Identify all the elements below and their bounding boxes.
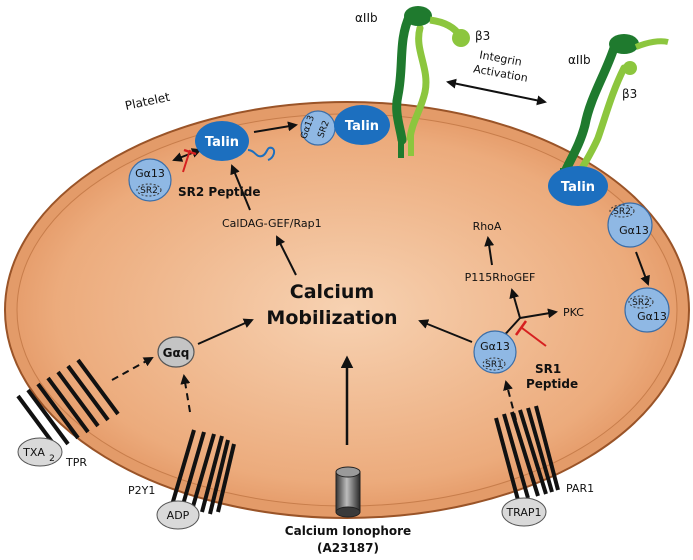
calcium-to-caldag-arrow	[276, 235, 297, 276]
tpr-receptor	[16, 358, 120, 452]
pkc-label: PKC	[563, 306, 584, 319]
rhoa-label: RhoA	[473, 220, 502, 233]
talin-top-complex: Talin	[334, 105, 390, 145]
p115-to-rhoa-arrow	[484, 236, 495, 266]
ionophore-channel	[335, 466, 361, 518]
sr1-peptide-label-1: SR1	[535, 362, 561, 376]
svg-text:Gα13: Gα13	[135, 167, 165, 180]
gaq-node: Gαq	[157, 336, 195, 368]
svg-text:SR2: SR2	[632, 298, 650, 308]
svg-text:SR1: SR1	[485, 360, 503, 370]
ga13-talin-double-arrow	[172, 148, 202, 162]
p2y1-receptor	[170, 429, 236, 515]
ionophore-label-2: (A23187)	[317, 541, 379, 555]
ionophore-label-1: Calcium Ionophore	[285, 524, 411, 538]
b3-label-left: β3	[475, 29, 490, 43]
p2y1-label: P2Y1	[128, 484, 155, 497]
ga13-to-pkc-arrow	[519, 308, 558, 319]
calcium-mobilization-label-2: Mobilization	[266, 307, 397, 329]
svg-text:Gα13: Gα13	[619, 224, 649, 237]
svg-text:TRAP1: TRAP1	[505, 506, 541, 519]
aiib-label-right: αIIb	[568, 53, 591, 67]
caldag-label: CalDAG-GEF/Rap1	[222, 217, 322, 230]
tpr-label: TPR	[65, 456, 87, 469]
ga13-sr2-right: SR2 Gα13	[607, 202, 653, 248]
svg-text:TXA: TXA	[22, 446, 45, 459]
svg-text:Talin: Talin	[561, 180, 595, 195]
caldag-to-talin-arrow	[230, 164, 251, 211]
sr2-inhibition	[182, 148, 197, 173]
svg-text:Gαq: Gαq	[163, 346, 190, 360]
svg-text:Gα13: Gα13	[480, 340, 510, 353]
ga13-to-calcium-arrow	[418, 319, 473, 343]
talin-right: Talin	[548, 166, 608, 206]
sr2-peptide-label: SR2 Peptide	[178, 185, 261, 199]
integrin-activation-arrow	[446, 78, 547, 106]
svg-text:SR2: SR2	[140, 186, 158, 196]
talin-tail-squiggle	[247, 146, 276, 161]
p115-label: P115RhoGEF	[465, 271, 536, 284]
trap1-ligand: TRAP1	[501, 497, 547, 527]
p2y1-to-gaq-arrow	[180, 374, 191, 413]
par1-receptor	[494, 405, 560, 501]
adp-ligand: ADP	[156, 500, 200, 530]
svg-text:Talin: Talin	[345, 119, 379, 134]
txa2-ligand: TXA 2	[17, 437, 63, 467]
par1-label: PAR1	[566, 482, 594, 495]
talin-top: Talin	[195, 121, 249, 161]
par1-to-ga13-arrow	[503, 380, 517, 421]
ga13-sr2-left: Gα13 SR2	[128, 158, 172, 202]
calcium-mobilization-label-1: Calcium	[290, 281, 374, 303]
ga13-sr2-released: SR2 Gα13	[624, 287, 670, 333]
platelet-label: Platelet	[124, 90, 172, 113]
sr1-inhibition	[514, 320, 547, 347]
svg-text:2: 2	[49, 454, 55, 464]
ga13-release-arrow	[635, 251, 650, 286]
integrin-left	[392, 6, 470, 158]
ga13-sr2-complex-top: Gα13 SR2	[299, 110, 336, 146]
tpr-to-gaq-arrow	[111, 357, 154, 381]
talin-to-complex-arrow	[253, 121, 298, 133]
aiib-label-left: αIIb	[355, 11, 378, 25]
integrin-right	[560, 34, 669, 190]
sr1-peptide-label-2: Peptide	[526, 377, 578, 391]
ga13-to-p115-arrow	[509, 288, 521, 319]
gaq-to-calcium-arrow	[197, 318, 254, 345]
ga13-sr1: Gα13 SR1	[473, 330, 517, 374]
b3-label-right: β3	[622, 87, 637, 101]
svg-text:Gα13: Gα13	[637, 310, 667, 323]
svg-text:ADP: ADP	[167, 509, 190, 522]
svg-text:Talin: Talin	[205, 135, 239, 150]
svg-text:SR2: SR2	[613, 207, 631, 217]
